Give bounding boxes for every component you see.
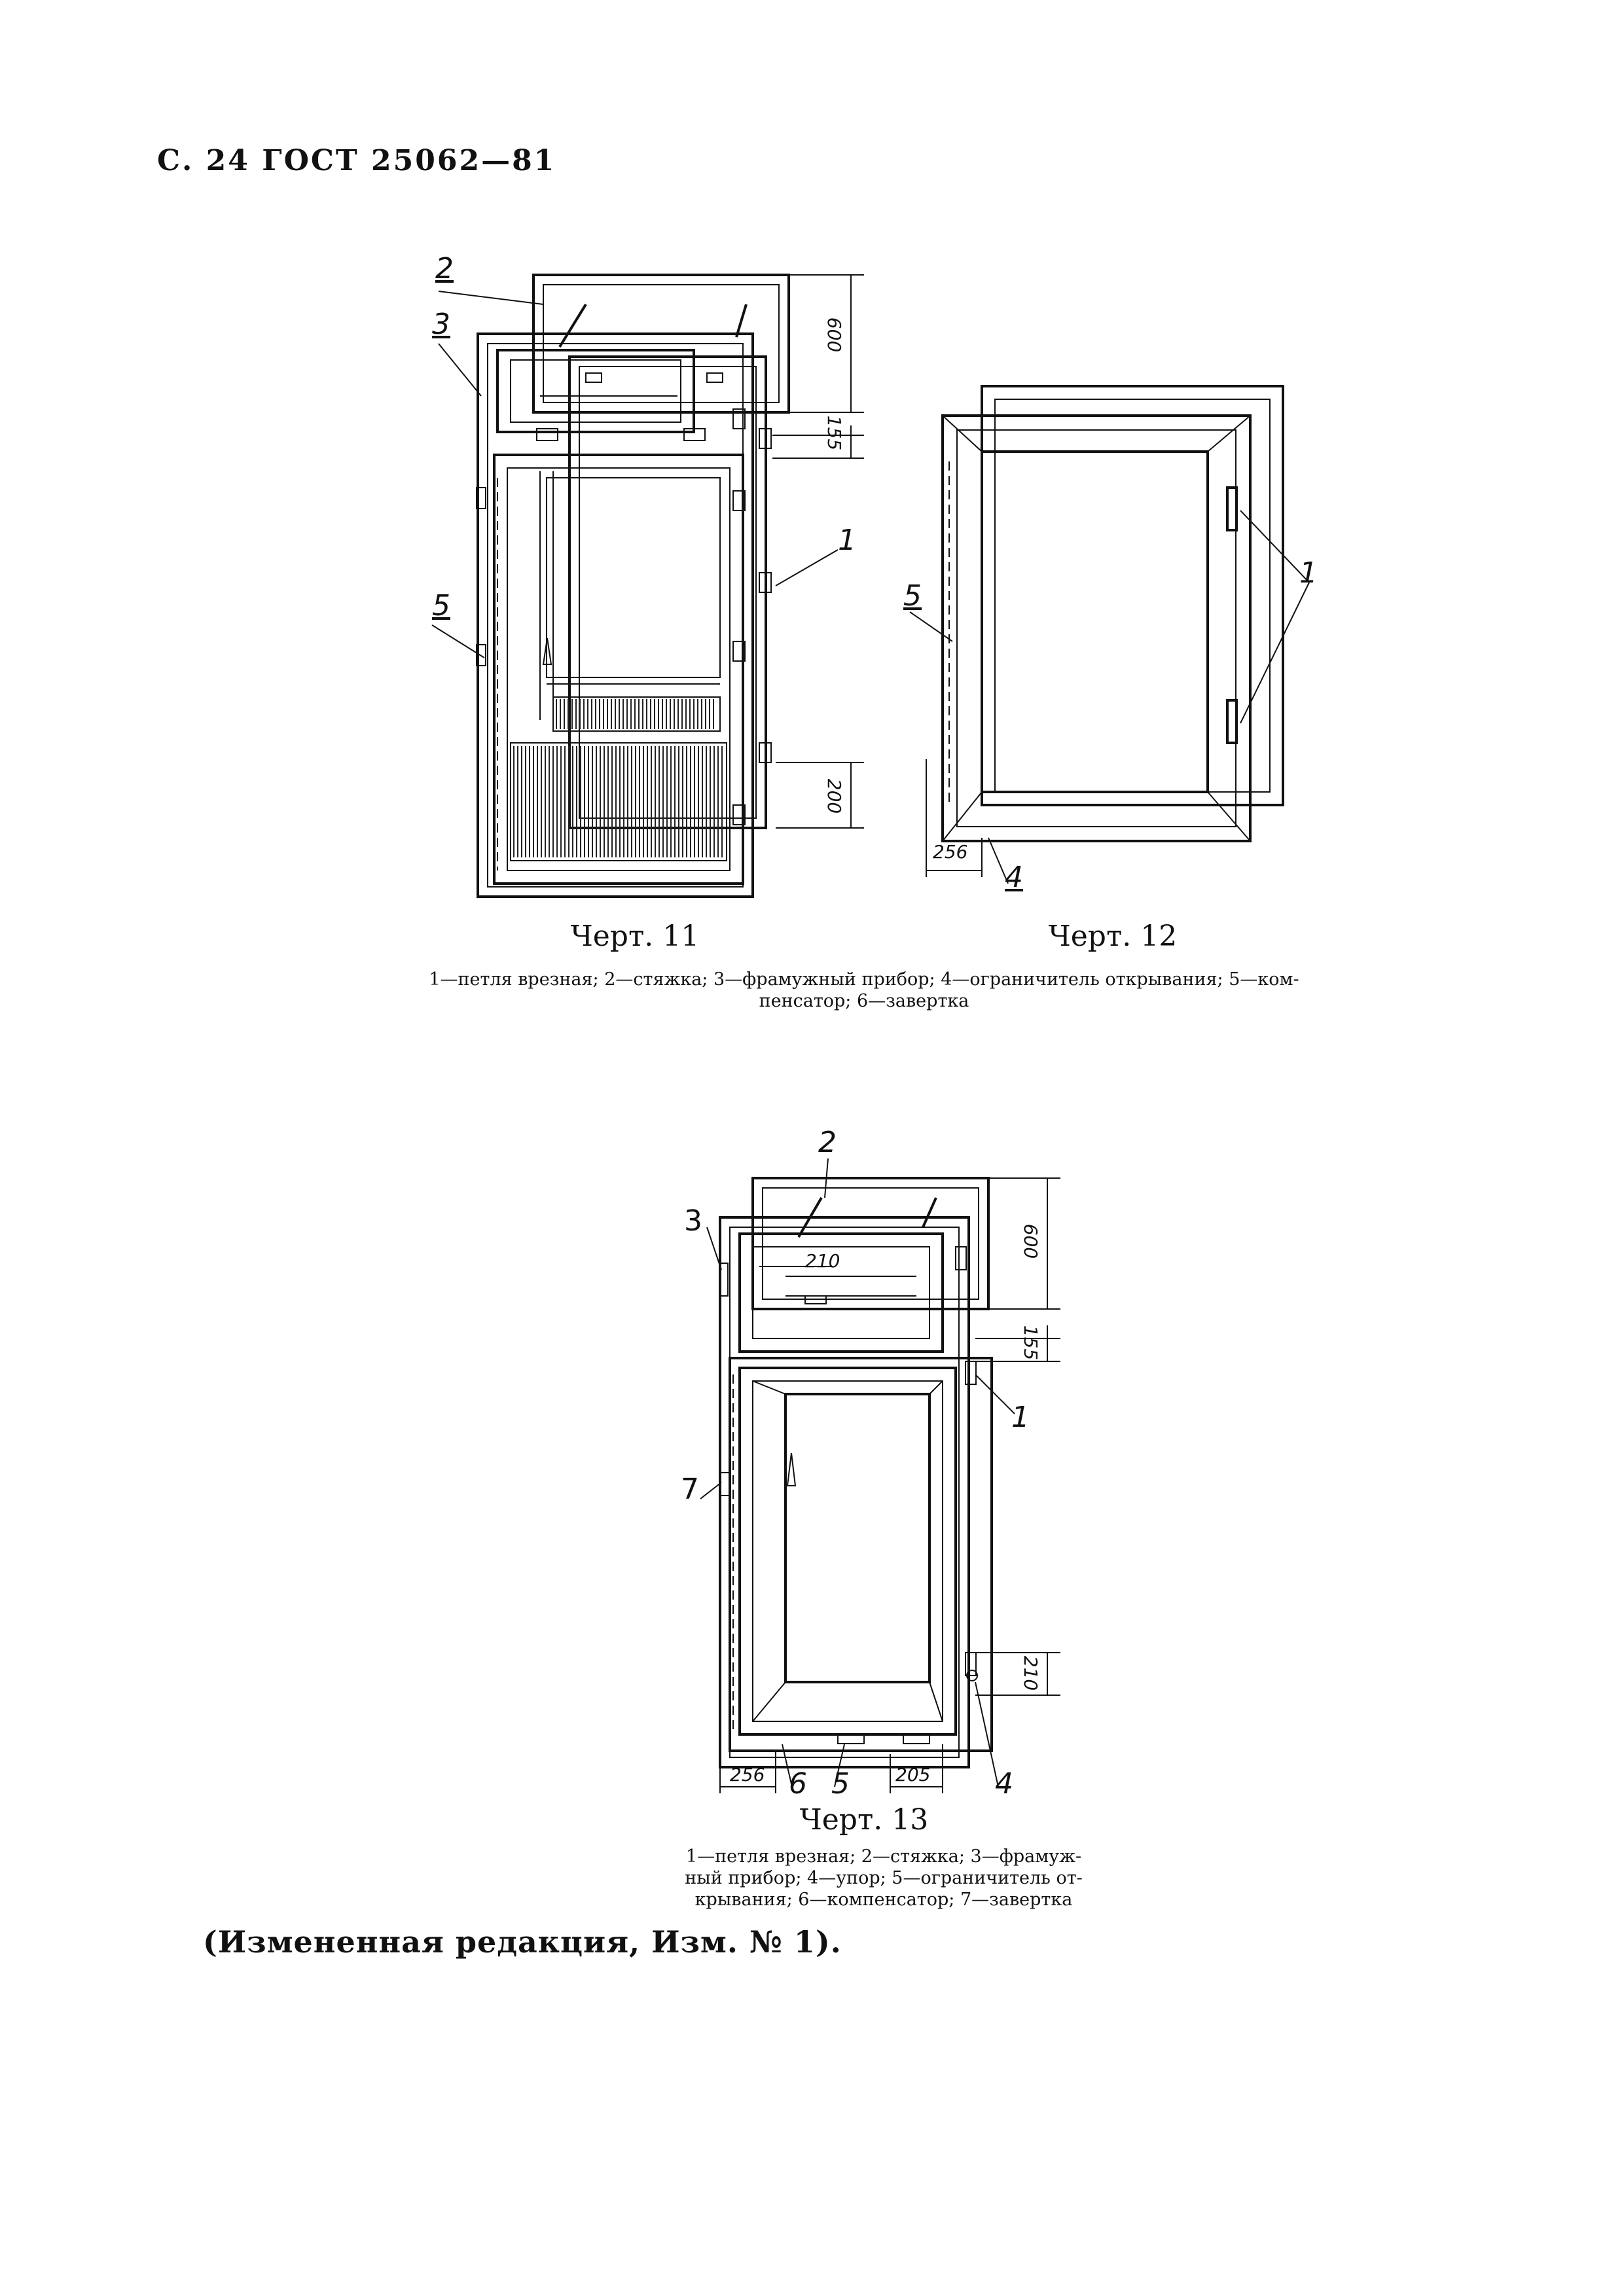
revision-note: (Измененная редакция, Изм. № 1). [203, 1924, 842, 1960]
figure-11-drawing [431, 274, 864, 898]
legend-13-line-2: ный прибор; 4—упор; 5—ограничитель от- [685, 1868, 1083, 1888]
fig11-callout-5: 5 [432, 589, 450, 622]
legend-11-12-line-1: 1—петля врезная; 2—стяжка; 3—фрамужный п… [429, 969, 1299, 990]
figure-12-drawing [909, 385, 1310, 884]
fig11-dim-200: 200 [823, 778, 846, 814]
fig13-callout-4: 4 [995, 1767, 1013, 1801]
fig13-callout-1: 1 [1011, 1401, 1030, 1434]
fig11-dim-600: 600 [823, 317, 846, 353]
fig13-dim-256: 256 [730, 1764, 765, 1785]
figure-11: 2 3 5 1 600 155 200 [419, 252, 916, 916]
fig12-callout-5: 5 [903, 579, 922, 613]
fig13-callout-3: 3 [684, 1204, 702, 1238]
figure-13-drawing [700, 1158, 1060, 1793]
fig11-caption: Черт. 11 [570, 920, 700, 953]
fig13-callout-6: 6 [789, 1767, 807, 1801]
fig11-callout-3: 3 [432, 308, 450, 341]
fig12-caption: Черт. 12 [1048, 920, 1178, 953]
legend-11-12-line-2: пенсатор; 6—завертка [759, 991, 969, 1011]
fig11-callout-1: 1 [838, 524, 856, 557]
fig11-dim-155: 155 [823, 415, 846, 451]
fig12-callout-1: 1 [1299, 556, 1318, 590]
fig13-dim-600: 600 [1020, 1223, 1042, 1259]
fig13-dim-155: 155 [1020, 1325, 1042, 1361]
figure-12: 5 1 4 256 [897, 367, 1355, 903]
fig13-dim-205: 205 [895, 1764, 931, 1785]
legend-13-line-3: крывания; 6—компенсатор; 7—завертка [695, 1890, 1073, 1910]
fig13-dim-210: 210 [1020, 1655, 1042, 1691]
fig13-callout-2: 2 [818, 1126, 837, 1159]
fig12-callout-4: 4 [1005, 861, 1023, 894]
fig11-callout-2: 2 [435, 252, 454, 285]
figure-13: 2 3 7 1 6 5 4 210 600 155 210 256 205 [668, 1106, 1126, 1801]
fig13-dim-210-top: 210 [805, 1250, 840, 1272]
fig13-callout-5: 5 [831, 1767, 850, 1801]
legend-11-12: 1—петля врезная; 2—стяжка; 3—фрамужный п… [353, 969, 1375, 1012]
figure-11-hatch [510, 696, 727, 861]
fig12-dim-256: 256 [933, 841, 968, 863]
fig13-caption: Черт. 13 [799, 1803, 929, 1837]
fig13-callout-7: 7 [681, 1473, 699, 1506]
page-header: С. 24 ГОСТ 25062—81 [157, 144, 556, 177]
legend-13: 1—петля врезная; 2—стяжка; 3—фрамуж- ный… [655, 1846, 1113, 1910]
legend-13-line-1: 1—петля врезная; 2—стяжка; 3—фрамуж- [685, 1846, 1082, 1867]
